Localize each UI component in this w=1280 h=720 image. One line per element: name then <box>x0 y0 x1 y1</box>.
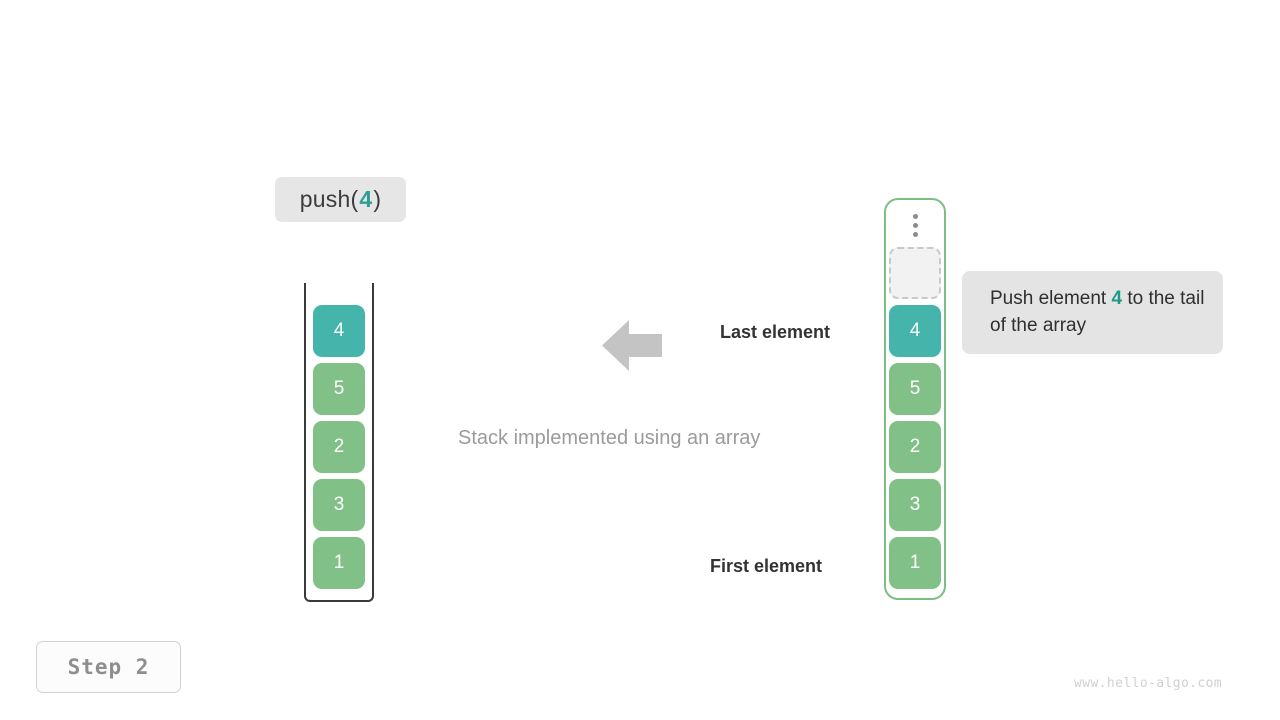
step-indicator: Step 2 <box>36 641 181 693</box>
ellipsis-dot <box>912 213 918 219</box>
ellipsis-dot <box>912 231 918 237</box>
operation-badge: push(4) <box>275 177 406 222</box>
watermark: www.hello-algo.com <box>1074 676 1223 691</box>
stack-container <box>304 283 374 602</box>
diagram-caption: Stack implemented using an array <box>458 427 761 449</box>
annotation-tooltip: Push element 4 to the tail of the array <box>962 271 1223 354</box>
array-cell: 4 <box>889 305 941 357</box>
stack-cell-list: 4 5 2 3 1 <box>313 305 365 589</box>
left-arrow-icon <box>602 320 662 371</box>
operation-suffix: ) <box>373 186 382 212</box>
first-element-label: First element <box>710 556 823 576</box>
vertical-ellipsis-icon <box>884 208 946 242</box>
last-element-label: Last element <box>720 322 831 342</box>
stack-cell: 5 <box>313 363 365 415</box>
ellipsis-dot <box>912 222 918 228</box>
array-cell: 5 <box>889 363 941 415</box>
tooltip-accent-value: 4 <box>1111 288 1123 309</box>
stack-cell: 3 <box>313 479 365 531</box>
tooltip-text-before: Push element <box>990 288 1112 309</box>
array-cell: 3 <box>889 479 941 531</box>
stack-cell: 4 <box>313 305 365 357</box>
array-cell: 2 <box>889 421 941 473</box>
stack-cell: 1 <box>313 537 365 589</box>
array-cell: 1 <box>889 537 941 589</box>
array-cell-list: 4 5 2 3 1 <box>889 247 941 589</box>
operation-value: 4 <box>359 186 373 212</box>
operation-prefix: push( <box>299 186 359 212</box>
stack-cell: 2 <box>313 421 365 473</box>
array-container <box>884 198 946 600</box>
array-empty-slot <box>889 247 941 299</box>
tooltip-text-after: to the tail of the array <box>990 288 1205 336</box>
